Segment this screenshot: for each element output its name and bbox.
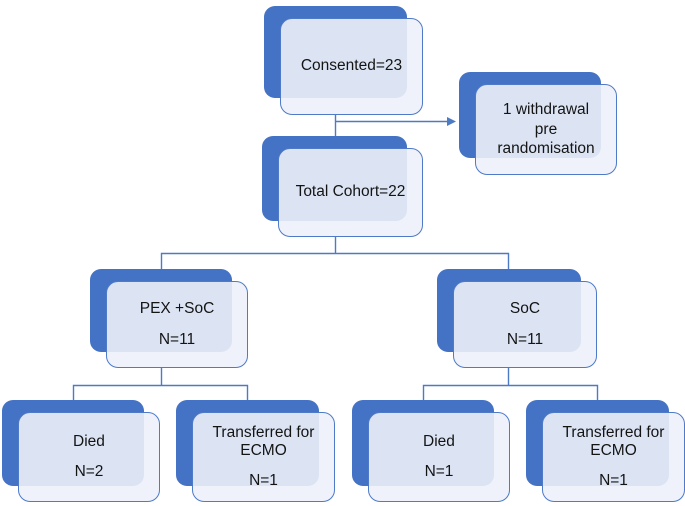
node-card: Transferred for ECMO N=1: [192, 412, 335, 502]
node-card: 1 withdrawal pre randomisation: [475, 84, 617, 175]
node-count: N=1: [424, 463, 454, 480]
edge-total-branches: [160, 237, 510, 271]
node-soc-ecmo: Transferred for ECMO N=1: [526, 400, 685, 502]
node-soc-died: Died N=1: [352, 400, 510, 502]
node-card: Transferred for ECMO N=1: [542, 412, 685, 502]
arrowhead-icon: [447, 117, 456, 126]
node-label: Transferred for ECMO: [212, 423, 315, 459]
node-pex-soc: PEX +SoC N=11: [90, 269, 248, 368]
node-label: Total Cohort=22: [295, 183, 406, 201]
node-count: N=1: [599, 472, 628, 490]
node-label: pre: [534, 120, 558, 138]
node-card: PEX +SoC N=11: [106, 281, 248, 368]
edge-pex-branches: [72, 368, 249, 401]
node-pex-died: Died N=2: [2, 400, 160, 502]
node-label: PEX +SoC: [139, 300, 215, 318]
node-count: N=11: [158, 330, 196, 348]
node-withdrawal: 1 withdrawal pre randomisation: [459, 72, 617, 175]
node-label: Consented=23: [300, 57, 403, 75]
node-total-cohort: Total Cohort=22: [262, 136, 423, 237]
node-label: randomisation: [497, 140, 595, 158]
node-card: Died N=2: [18, 412, 160, 502]
node-label: Died: [73, 432, 105, 450]
node-label: Transferred for ECMO: [562, 423, 665, 459]
node-card: Died N=1: [368, 412, 510, 502]
node-soc: SoC N=11: [437, 269, 597, 368]
node-label: 1 withdrawal: [502, 100, 590, 118]
node-count: N=2: [74, 463, 104, 480]
node-consented: Consented=23: [264, 6, 423, 115]
node-label: Died: [423, 432, 455, 450]
edge-soc-branches: [422, 368, 599, 401]
node-card: SoC N=11: [453, 281, 597, 368]
node-count: N=1: [249, 472, 278, 490]
node-pex-ecmo: Transferred for ECMO N=1: [176, 400, 335, 502]
node-card: Consented=23: [280, 18, 423, 115]
node-card: Total Cohort=22: [278, 148, 423, 237]
node-label: SoC: [509, 300, 541, 318]
node-count: N=11: [506, 330, 544, 348]
